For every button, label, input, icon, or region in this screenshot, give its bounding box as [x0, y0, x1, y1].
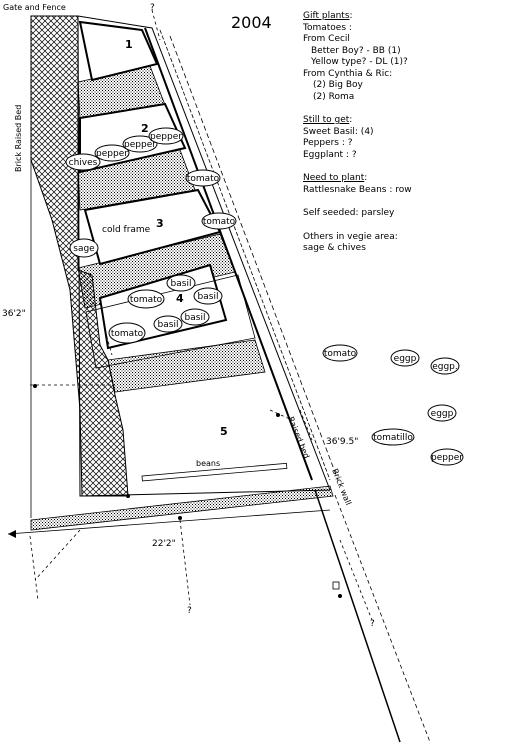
gate-label: Gate and Fence — [3, 3, 66, 12]
svg-text:pepper: pepper — [124, 140, 156, 150]
brick-bed-label: Brick Raised Bed — [14, 105, 23, 172]
bed-1 — [78, 20, 159, 82]
dim-right-label: 36'9.5" — [326, 437, 358, 447]
note-line: Sweet Basil: (4) — [303, 126, 374, 137]
plant-eggplant: eggp. — [430, 357, 460, 375]
svg-text:tomato: tomato — [111, 329, 144, 339]
dim-right-line — [169, 35, 339, 481]
note-line: Eggplant : ? — [303, 149, 357, 160]
plant-basil: basil — [153, 315, 183, 333]
bottom-path — [30, 485, 334, 531]
plant-basil: basil — [180, 308, 210, 326]
raised-bed-inner-edge — [144, 27, 313, 481]
plant-tomato: tomato — [201, 212, 237, 230]
plant-pepper: pepper — [430, 448, 464, 466]
need-heading: Need to plant — [303, 173, 365, 183]
marker-box — [332, 581, 340, 590]
bed-number: 2 — [141, 122, 149, 135]
leader-lines — [29, 9, 373, 621]
marker-dot — [276, 413, 280, 417]
svg-text:eggp: eggp — [431, 409, 454, 419]
svg-text:tomato: tomato — [130, 295, 163, 305]
svg-text:tomato: tomato — [203, 217, 236, 227]
question-mark: ? — [187, 606, 192, 616]
plant-tomato: tomato — [185, 169, 221, 187]
dim-bottom-line — [7, 509, 331, 535]
svg-text:eggp.: eggp. — [432, 362, 458, 372]
question-mark: ? — [370, 619, 375, 629]
note-line: (2) Big Boy — [313, 80, 363, 90]
svg-text:eggp: eggp — [394, 354, 417, 364]
note-line: Self seeded: parsley — [303, 208, 395, 218]
note-line: From Cecil — [303, 34, 350, 44]
brick-wall-dashed — [334, 494, 431, 743]
gift-heading-line: Gift plants: — [303, 11, 353, 21]
plant-tomato: tomato — [322, 344, 358, 362]
svg-text:basil: basil — [171, 279, 192, 289]
plant-sage: sage — [69, 238, 99, 258]
plant-pepper: pepper — [148, 127, 184, 145]
marker-dot — [338, 594, 342, 598]
still-heading: Still to get — [303, 115, 350, 125]
note-line: Tomatoes : — [303, 22, 352, 33]
plant-basil: basil — [166, 274, 196, 292]
svg-text:tomato: tomato — [187, 174, 220, 184]
brick-wall-line — [314, 489, 401, 743]
bed-number: 4 — [176, 292, 184, 305]
note-line: Peppers : ? — [303, 138, 353, 148]
svg-text:basil: basil — [198, 292, 219, 302]
svg-text:basil: basil — [185, 313, 206, 323]
note-line: sage & chives — [303, 243, 366, 253]
question-mark: ? — [150, 3, 155, 13]
bed-number: 1 — [125, 38, 133, 51]
svg-text:pepper: pepper — [431, 453, 463, 463]
svg-text:pepper: pepper — [96, 149, 128, 159]
marker-dot — [178, 516, 182, 520]
year-title: 2004 — [231, 13, 272, 32]
bed-number: 3 — [156, 217, 164, 230]
svg-text:pepper: pepper — [150, 132, 182, 142]
plant-eggplant: eggp — [390, 349, 420, 367]
dim-left-label: 36'2" — [2, 309, 26, 319]
need-heading-line: Need to plant: — [303, 173, 368, 183]
plant-eggplant: eggp — [427, 404, 457, 422]
beans-label: beans — [196, 459, 220, 468]
beans-row — [141, 462, 288, 482]
note-line: From Cynthia & Ric: — [303, 68, 393, 79]
svg-text:tomatillo: tomatillo — [373, 433, 413, 443]
svg-text:sage: sage — [73, 244, 95, 254]
note-line: Better Boy? - BB (1) — [311, 45, 401, 56]
note-line: (2) Roma — [313, 91, 355, 102]
marker-dot — [126, 494, 130, 498]
raised-bed-label: Raised bed — [286, 415, 311, 459]
svg-text:tomato: tomato — [324, 349, 357, 359]
plant-pepper: pepper — [122, 135, 158, 153]
note-line: Rattlesnake Beans : row — [303, 184, 412, 195]
raised-bed-outer-edge — [159, 29, 331, 481]
note-line: Others in vegie area: — [303, 231, 398, 242]
dim-bottom-label: 22'2" — [152, 539, 176, 549]
walkway-4 — [107, 339, 266, 393]
marker-dot — [33, 384, 37, 388]
bed-number: 5 — [220, 425, 228, 438]
svg-text:basil: basil — [158, 320, 179, 330]
brick-wall-label: Brick wall — [330, 467, 353, 506]
plant-basil: basil — [193, 287, 223, 305]
plant-pepper: pepper — [94, 144, 130, 162]
plant-tomatillo: tomatillo — [371, 428, 415, 446]
still-heading-line: Still to get: — [303, 115, 353, 125]
note-line: Yellow type? - DL (1)? — [311, 57, 408, 67]
gift-heading: Gift plants — [303, 11, 350, 21]
notes-panel: 2004 Gift plants: Tomatoes : From Cecil … — [231, 11, 503, 255]
dim-bottom-arrow — [8, 530, 16, 538]
plant-chives: chives — [65, 153, 101, 171]
cold-frame-label: cold frame — [102, 225, 151, 235]
plant-tomato: tomato — [127, 289, 165, 309]
svg-text:chives: chives — [69, 158, 98, 168]
plant-tomato: tomato — [108, 322, 146, 344]
